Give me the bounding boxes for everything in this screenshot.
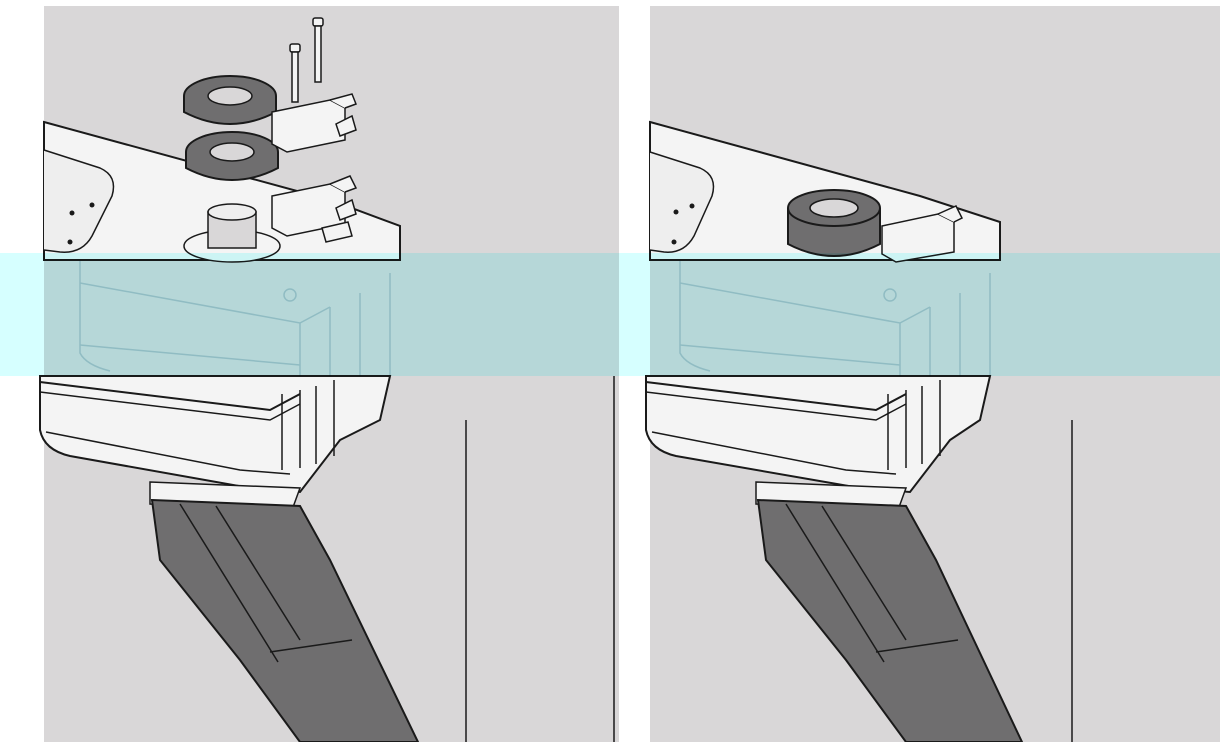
screw-short (289, 43, 301, 103)
lower-wall (1072, 420, 1220, 742)
panel-exploded-view (39, 6, 620, 742)
exploded-view-drawing (39, 6, 620, 742)
lower-wall (466, 376, 620, 742)
collar-ring-lower (185, 131, 279, 181)
collar-ring-installed (787, 189, 881, 257)
panel-assembled-view (620, 0, 1220, 742)
panel-divider (619, 0, 641, 742)
screw-long (312, 17, 324, 83)
micro-switch-lower (271, 175, 358, 243)
assembled-view-drawing (620, 0, 1220, 742)
machine-body (39, 375, 392, 494)
micro-switch-upper (271, 93, 357, 153)
tiller-arm (150, 498, 420, 742)
collar-ring-upper (183, 75, 277, 125)
tiller-arm (756, 498, 1024, 742)
